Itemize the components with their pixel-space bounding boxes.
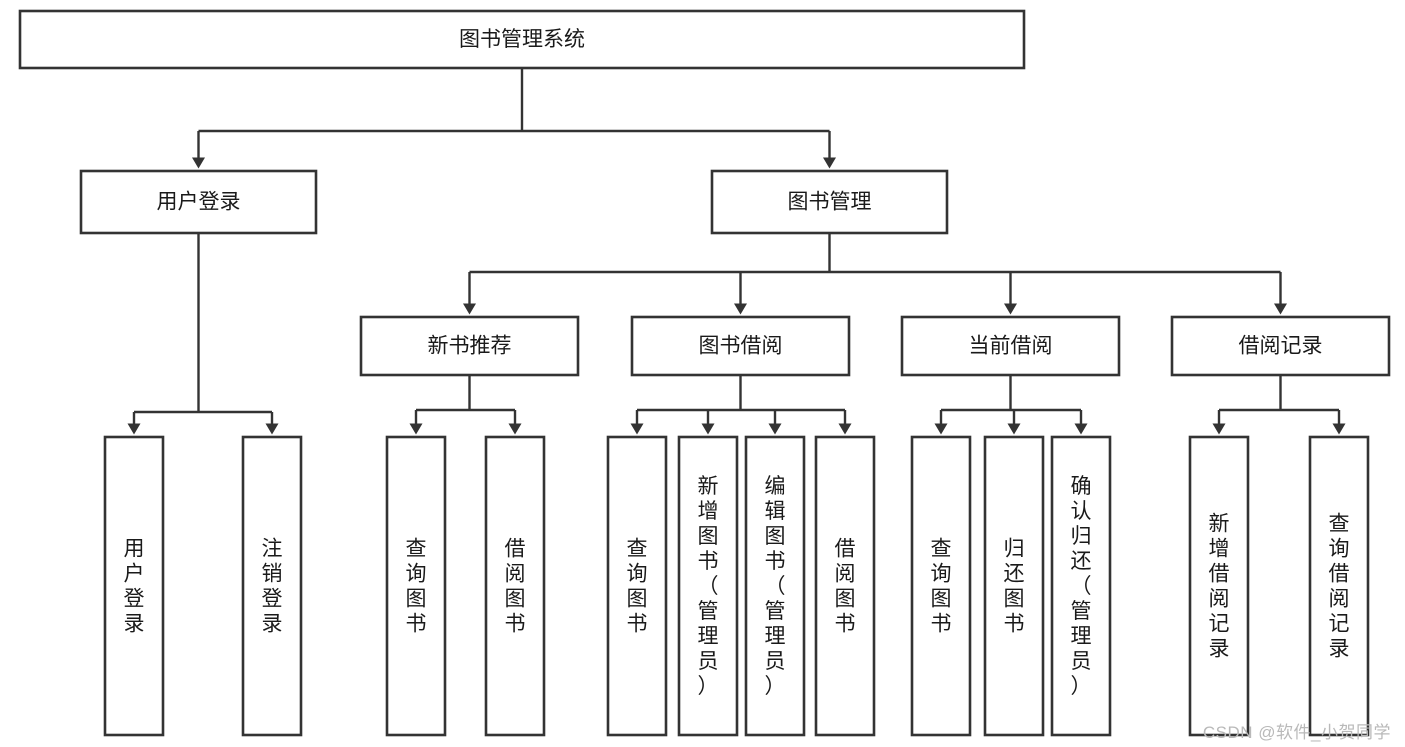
node-label: 借阅图书 bbox=[835, 538, 856, 636]
node-label: 图书管理系统 bbox=[459, 28, 585, 51]
node-label: 图书借阅 bbox=[699, 335, 783, 358]
node-new-book-recommend[interactable]: 新书推荐 bbox=[359, 315, 580, 377]
node-leaf-edit-book-admin[interactable]: 编辑图书（管理员） bbox=[744, 435, 806, 737]
node-box bbox=[1308, 435, 1370, 737]
edge-group-borrow-record bbox=[1212, 375, 1346, 435]
node-leaf-query-book-borrow[interactable]: 查询图书 bbox=[606, 435, 668, 737]
node-box bbox=[359, 315, 580, 377]
node-box bbox=[983, 435, 1045, 737]
node-label: 借阅记录 bbox=[1239, 335, 1323, 358]
node-root[interactable]: 图书管理系统 bbox=[18, 9, 1026, 70]
node-user-login[interactable]: 用户登录 bbox=[79, 169, 318, 235]
nodes-layer: 图书管理系统用户登录图书管理新书推荐图书借阅当前借阅借阅记录用户登录注销登录查询… bbox=[18, 9, 1391, 737]
node-leaf-user-login[interactable]: 用户登录 bbox=[103, 435, 165, 737]
node-label: 查询图书 bbox=[931, 538, 952, 636]
node-label: 用户登录 bbox=[124, 538, 145, 636]
node-label: 查询图书 bbox=[406, 538, 427, 636]
node-box bbox=[18, 9, 1026, 70]
node-box bbox=[1050, 435, 1112, 737]
node-leaf-add-borrow-record[interactable]: 新增借阅记录 bbox=[1188, 435, 1250, 737]
node-label: 新增借阅记录 bbox=[1209, 513, 1230, 661]
node-leaf-add-book-admin[interactable]: 新增图书（管理员） bbox=[677, 435, 739, 737]
node-box bbox=[677, 435, 739, 737]
node-leaf-borrow-book-recommend[interactable]: 借阅图书 bbox=[484, 435, 546, 737]
node-current-borrow[interactable]: 当前借阅 bbox=[900, 315, 1121, 377]
node-leaf-confirm-return-admin[interactable]: 确认归还（管理员） bbox=[1050, 435, 1112, 737]
node-label: 确认归还（管理员） bbox=[1071, 475, 1092, 698]
node-label: 归还图书 bbox=[1004, 538, 1025, 636]
node-leaf-query-borrow-record[interactable]: 查询借阅记录 bbox=[1308, 435, 1370, 737]
node-label: 编辑图书（管理员） bbox=[765, 475, 786, 698]
node-label: 当前借阅 bbox=[969, 335, 1053, 358]
node-box bbox=[900, 315, 1121, 377]
node-leaf-logout[interactable]: 注销登录 bbox=[241, 435, 303, 737]
edge-group-book-manage bbox=[463, 233, 1287, 315]
edge-group-book-borrow bbox=[630, 375, 852, 435]
node-label: 借阅图书 bbox=[505, 538, 526, 636]
edge-group-root bbox=[192, 68, 836, 169]
node-box bbox=[79, 169, 318, 235]
node-box bbox=[103, 435, 165, 737]
node-box bbox=[630, 315, 851, 377]
watermark-label: CSDN @软件_小贺同学 bbox=[1202, 723, 1391, 742]
node-box bbox=[1170, 315, 1391, 377]
node-box bbox=[710, 169, 949, 235]
node-label: 查询借阅记录 bbox=[1329, 513, 1350, 661]
node-book-borrow[interactable]: 图书借阅 bbox=[630, 315, 851, 377]
node-box bbox=[484, 435, 546, 737]
node-label: 注销登录 bbox=[262, 538, 283, 636]
node-book-manage[interactable]: 图书管理 bbox=[710, 169, 949, 235]
edge-group-user-login bbox=[127, 233, 279, 435]
node-box bbox=[814, 435, 876, 737]
node-box bbox=[744, 435, 806, 737]
node-box bbox=[1188, 435, 1250, 737]
node-leaf-borrow-book[interactable]: 借阅图书 bbox=[814, 435, 876, 737]
node-label: 新增图书（管理员） bbox=[698, 475, 719, 698]
node-box bbox=[910, 435, 972, 737]
node-label: 图书管理 bbox=[788, 191, 872, 214]
node-box bbox=[385, 435, 447, 737]
node-leaf-query-book-current[interactable]: 查询图书 bbox=[910, 435, 972, 737]
node-box bbox=[606, 435, 668, 737]
node-label: 查询图书 bbox=[627, 538, 648, 636]
node-leaf-return-book[interactable]: 归还图书 bbox=[983, 435, 1045, 737]
edge-group-new-book-recommend bbox=[409, 375, 522, 435]
edge-group-current-borrow bbox=[934, 375, 1088, 435]
node-box bbox=[241, 435, 303, 737]
node-label: 新书推荐 bbox=[428, 335, 512, 358]
edges-layer bbox=[127, 68, 1346, 435]
node-leaf-query-book-recommend[interactable]: 查询图书 bbox=[385, 435, 447, 737]
node-label: 用户登录 bbox=[157, 191, 241, 214]
node-borrow-record[interactable]: 借阅记录 bbox=[1170, 315, 1391, 377]
